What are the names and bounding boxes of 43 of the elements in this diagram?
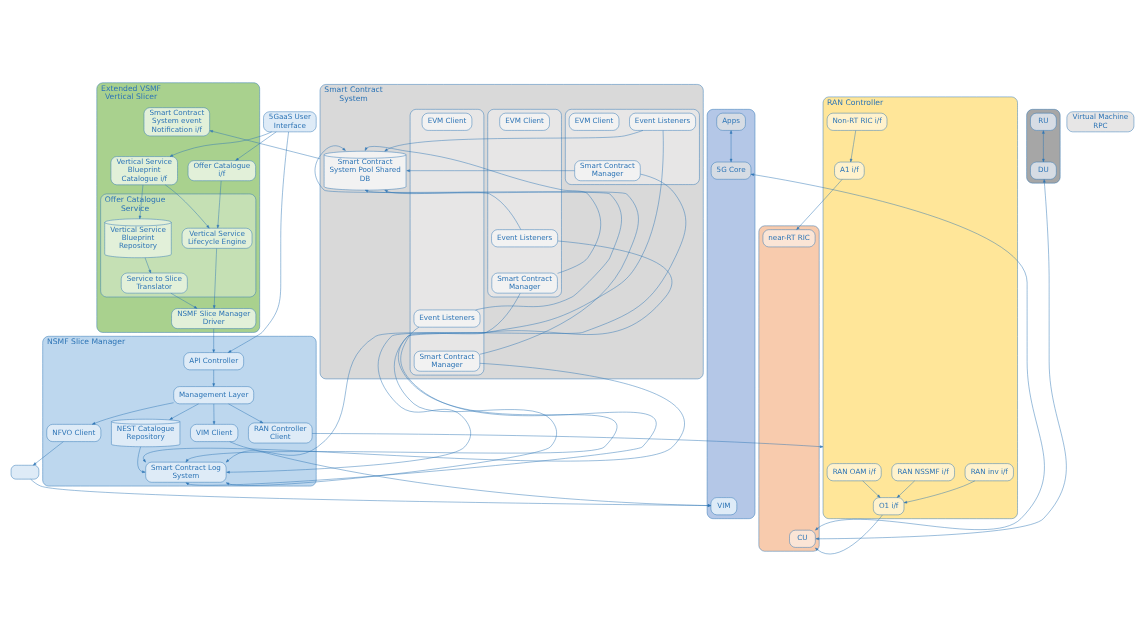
arrow — [169, 131, 272, 157]
arrow — [896, 480, 915, 498]
arrow — [209, 129, 321, 159]
arrow — [142, 362, 685, 462]
arrow — [225, 240, 673, 486]
arrow — [862, 480, 881, 498]
arrow — [849, 129, 856, 162]
arrow — [750, 172, 1045, 530]
arrow — [729, 129, 733, 162]
arrow — [903, 480, 976, 503]
arrow — [137, 446, 146, 473]
arrow — [169, 403, 199, 420]
cluster — [409, 108, 485, 375]
node-box — [10, 464, 40, 479]
arrow — [225, 129, 664, 462]
arrow — [212, 403, 216, 425]
arrow — [796, 178, 843, 230]
arrow — [144, 257, 151, 273]
arrow — [212, 369, 215, 387]
arrow — [226, 173, 687, 473]
arrow — [229, 440, 712, 507]
arrow — [228, 131, 289, 353]
arrow — [384, 129, 644, 151]
arrow — [311, 432, 824, 448]
arrow — [170, 292, 198, 309]
arrow — [165, 184, 210, 228]
arrow — [138, 184, 144, 219]
arrow — [213, 247, 217, 309]
arrow — [212, 327, 215, 353]
arrow — [364, 189, 622, 310]
arrow — [33, 440, 64, 465]
arrow — [815, 178, 1067, 540]
arrow — [384, 189, 522, 230]
arrow — [1042, 129, 1045, 162]
arrow — [364, 145, 601, 274]
arrow — [815, 514, 883, 554]
arrow — [228, 403, 264, 423]
arrow — [216, 180, 222, 228]
arrow — [30, 478, 712, 507]
arrow — [235, 131, 277, 161]
cluster — [487, 108, 562, 297]
arrow — [92, 402, 174, 425]
arrow — [406, 168, 575, 172]
